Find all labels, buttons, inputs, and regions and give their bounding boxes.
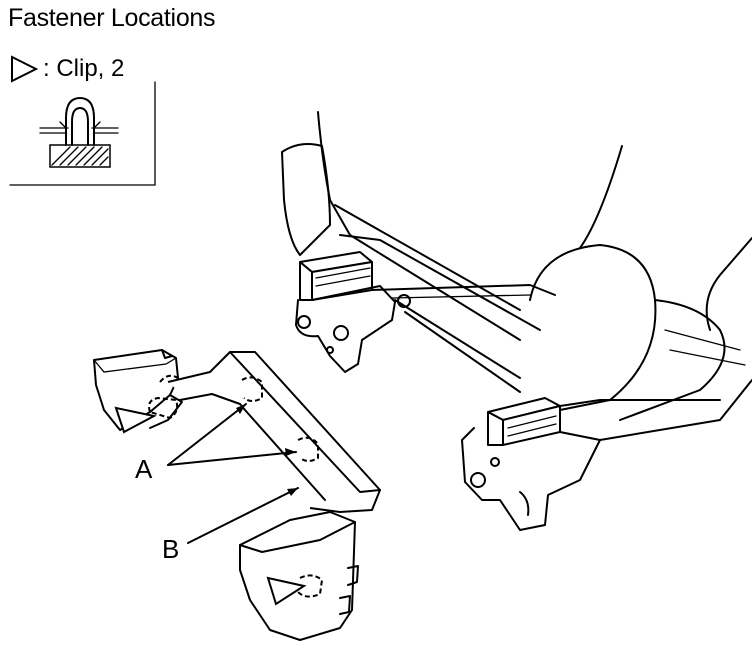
clip-detail-inset — [9, 81, 156, 186]
callout-leaders — [167, 403, 299, 544]
clip-legend: : Clip, 2 — [9, 54, 124, 84]
seat-track-assembly — [281, 111, 752, 531]
callout-b: B — [162, 534, 180, 564]
triangle-clip-icon — [114, 406, 157, 434]
diagram-title: Fastener Locations — [8, 4, 216, 32]
triangle-clip-icon — [11, 55, 39, 83]
callout-a: A — [135, 454, 153, 484]
clip-legend-label: : Clip, 2 — [43, 55, 125, 82]
triangle-clip-icon — [266, 576, 307, 606]
seat-rail-cover — [93, 349, 381, 641]
